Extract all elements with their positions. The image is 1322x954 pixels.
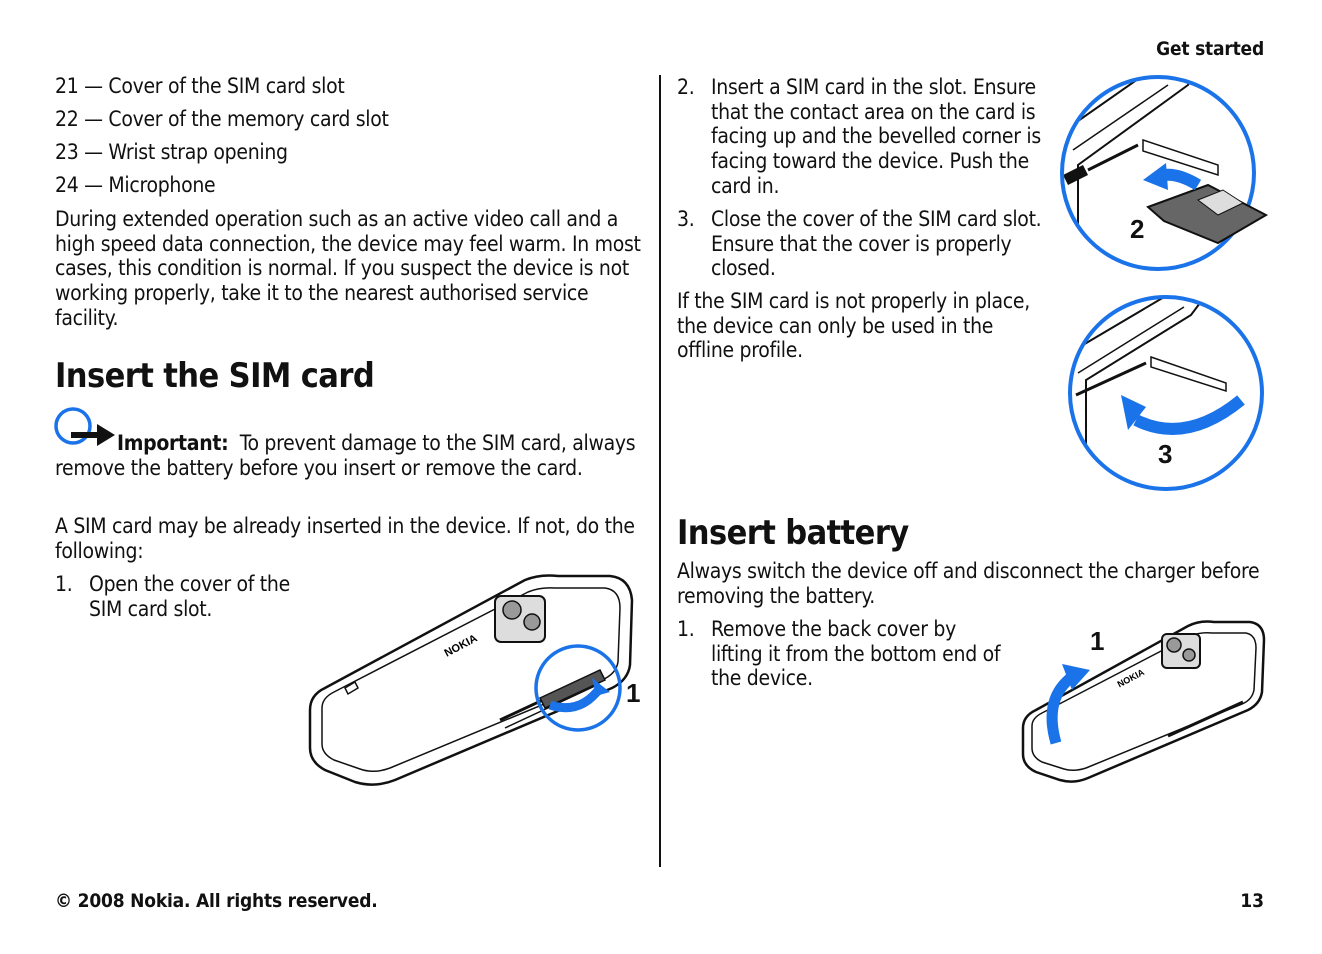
insert-sim-illustration: 2 [1060, 75, 1269, 271]
step-text: Remove the back cover by lifting it from… [711, 617, 1001, 691]
part-item-23: 23 — Wrist strap opening [55, 140, 288, 164]
step-number: 2. [677, 75, 695, 99]
step-text: Close the cover of the SIM card slot. En… [711, 207, 1042, 281]
step-text: Insert a SIM card in the slot. Ensure th… [711, 75, 1041, 198]
page-number: 13 [1240, 890, 1264, 912]
step-number: 3. [677, 207, 695, 231]
offline-paragraph: If the SIM card is not properly in place… [677, 289, 1030, 363]
column-divider [659, 75, 661, 867]
remove-back-cover-illustration: NOKIA 1 [1021, 620, 1266, 783]
copyright-footer: © 2008 Nokia. All rights reserved. [55, 890, 378, 912]
running-header: Get started [1156, 38, 1264, 60]
warm-device-paragraph: During extended operation such as an act… [55, 207, 641, 330]
part-item-22: 22 — Cover of the memory card slot [55, 107, 389, 131]
part-item-24: 24 — Microphone [55, 173, 216, 197]
important-label: Important: [117, 431, 229, 455]
step-text: Open the cover of the SIM card slot. [89, 572, 290, 621]
sim-step-2: 2. Insert a SIM card in the slot. Ensure… [677, 75, 1052, 199]
sim-step-1: 1. Open the cover of the SIM card slot. [55, 572, 305, 621]
sim-intro-paragraph: A SIM card may be already inserted in th… [55, 514, 635, 563]
battery-heading: Insert battery [677, 513, 909, 553]
figure-4-label: 1 [1090, 626, 1104, 656]
sim-step-3: 3. Close the cover of the SIM card slot.… [677, 207, 1052, 281]
important-text: To prevent damage to the SIM card, alway… [55, 431, 636, 480]
step-number: 1. [677, 617, 695, 641]
figure-3-label: 3 [1158, 439, 1172, 469]
sim-heading: Insert the SIM card [55, 356, 375, 396]
part-item-21: 21 — Cover of the SIM card slot [55, 74, 345, 98]
close-sim-cover-illustration: 3 [1068, 295, 1264, 491]
important-note: Important: To prevent damage to the SIM … [55, 431, 650, 480]
step-number: 1. [55, 572, 73, 596]
figure-2-label: 2 [1130, 214, 1144, 244]
important-note-icon [54, 407, 115, 446]
battery-step-1: 1. Remove the back cover by lifting it f… [677, 617, 1007, 691]
battery-intro-paragraph: Always switch the device off and disconn… [677, 559, 1260, 608]
phone-back-open-cover-illustration: NOKIA 1 [308, 574, 640, 786]
figure-1-label: 1 [626, 678, 640, 708]
